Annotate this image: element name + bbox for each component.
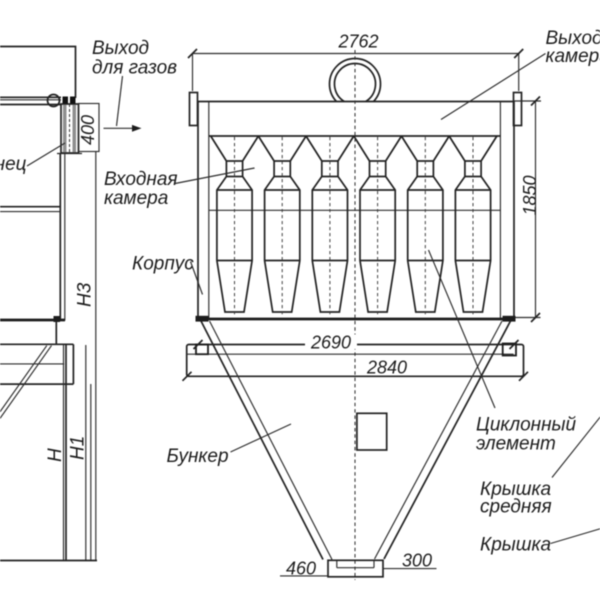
svg-text:Циклонный: Циклонный [476, 415, 577, 436]
svg-text:Фланец: Фланец [0, 154, 27, 175]
svg-text:460: 460 [286, 559, 316, 579]
svg-text:2690: 2690 [310, 333, 351, 353]
svg-text:средняя: средняя [480, 497, 552, 518]
svg-text:Крышка: Крышка [480, 479, 551, 500]
svg-text:Корпус: Корпус [132, 254, 194, 275]
svg-text:H3: H3 [75, 282, 96, 307]
svg-text:H1: H1 [68, 436, 89, 460]
svg-text:Бункер: Бункер [167, 446, 229, 467]
svg-text:300: 300 [402, 551, 432, 571]
svg-text:H: H [45, 448, 66, 462]
svg-text:Крышка: Крышка [480, 535, 551, 556]
svg-text:Выходная: Выходная [546, 28, 600, 49]
svg-text:для газов: для газов [92, 58, 177, 79]
svg-text:2840: 2840 [366, 358, 407, 378]
svg-text:элемент: элемент [476, 434, 556, 455]
svg-text:Выход: Выход [92, 38, 149, 59]
svg-text:Входная: Входная [104, 169, 178, 190]
svg-text:камера: камера [546, 46, 600, 67]
svg-text:2762: 2762 [337, 32, 378, 52]
svg-text:400: 400 [78, 115, 98, 145]
svg-text:камера: камера [104, 188, 168, 209]
svg-text:1850: 1850 [520, 175, 540, 215]
